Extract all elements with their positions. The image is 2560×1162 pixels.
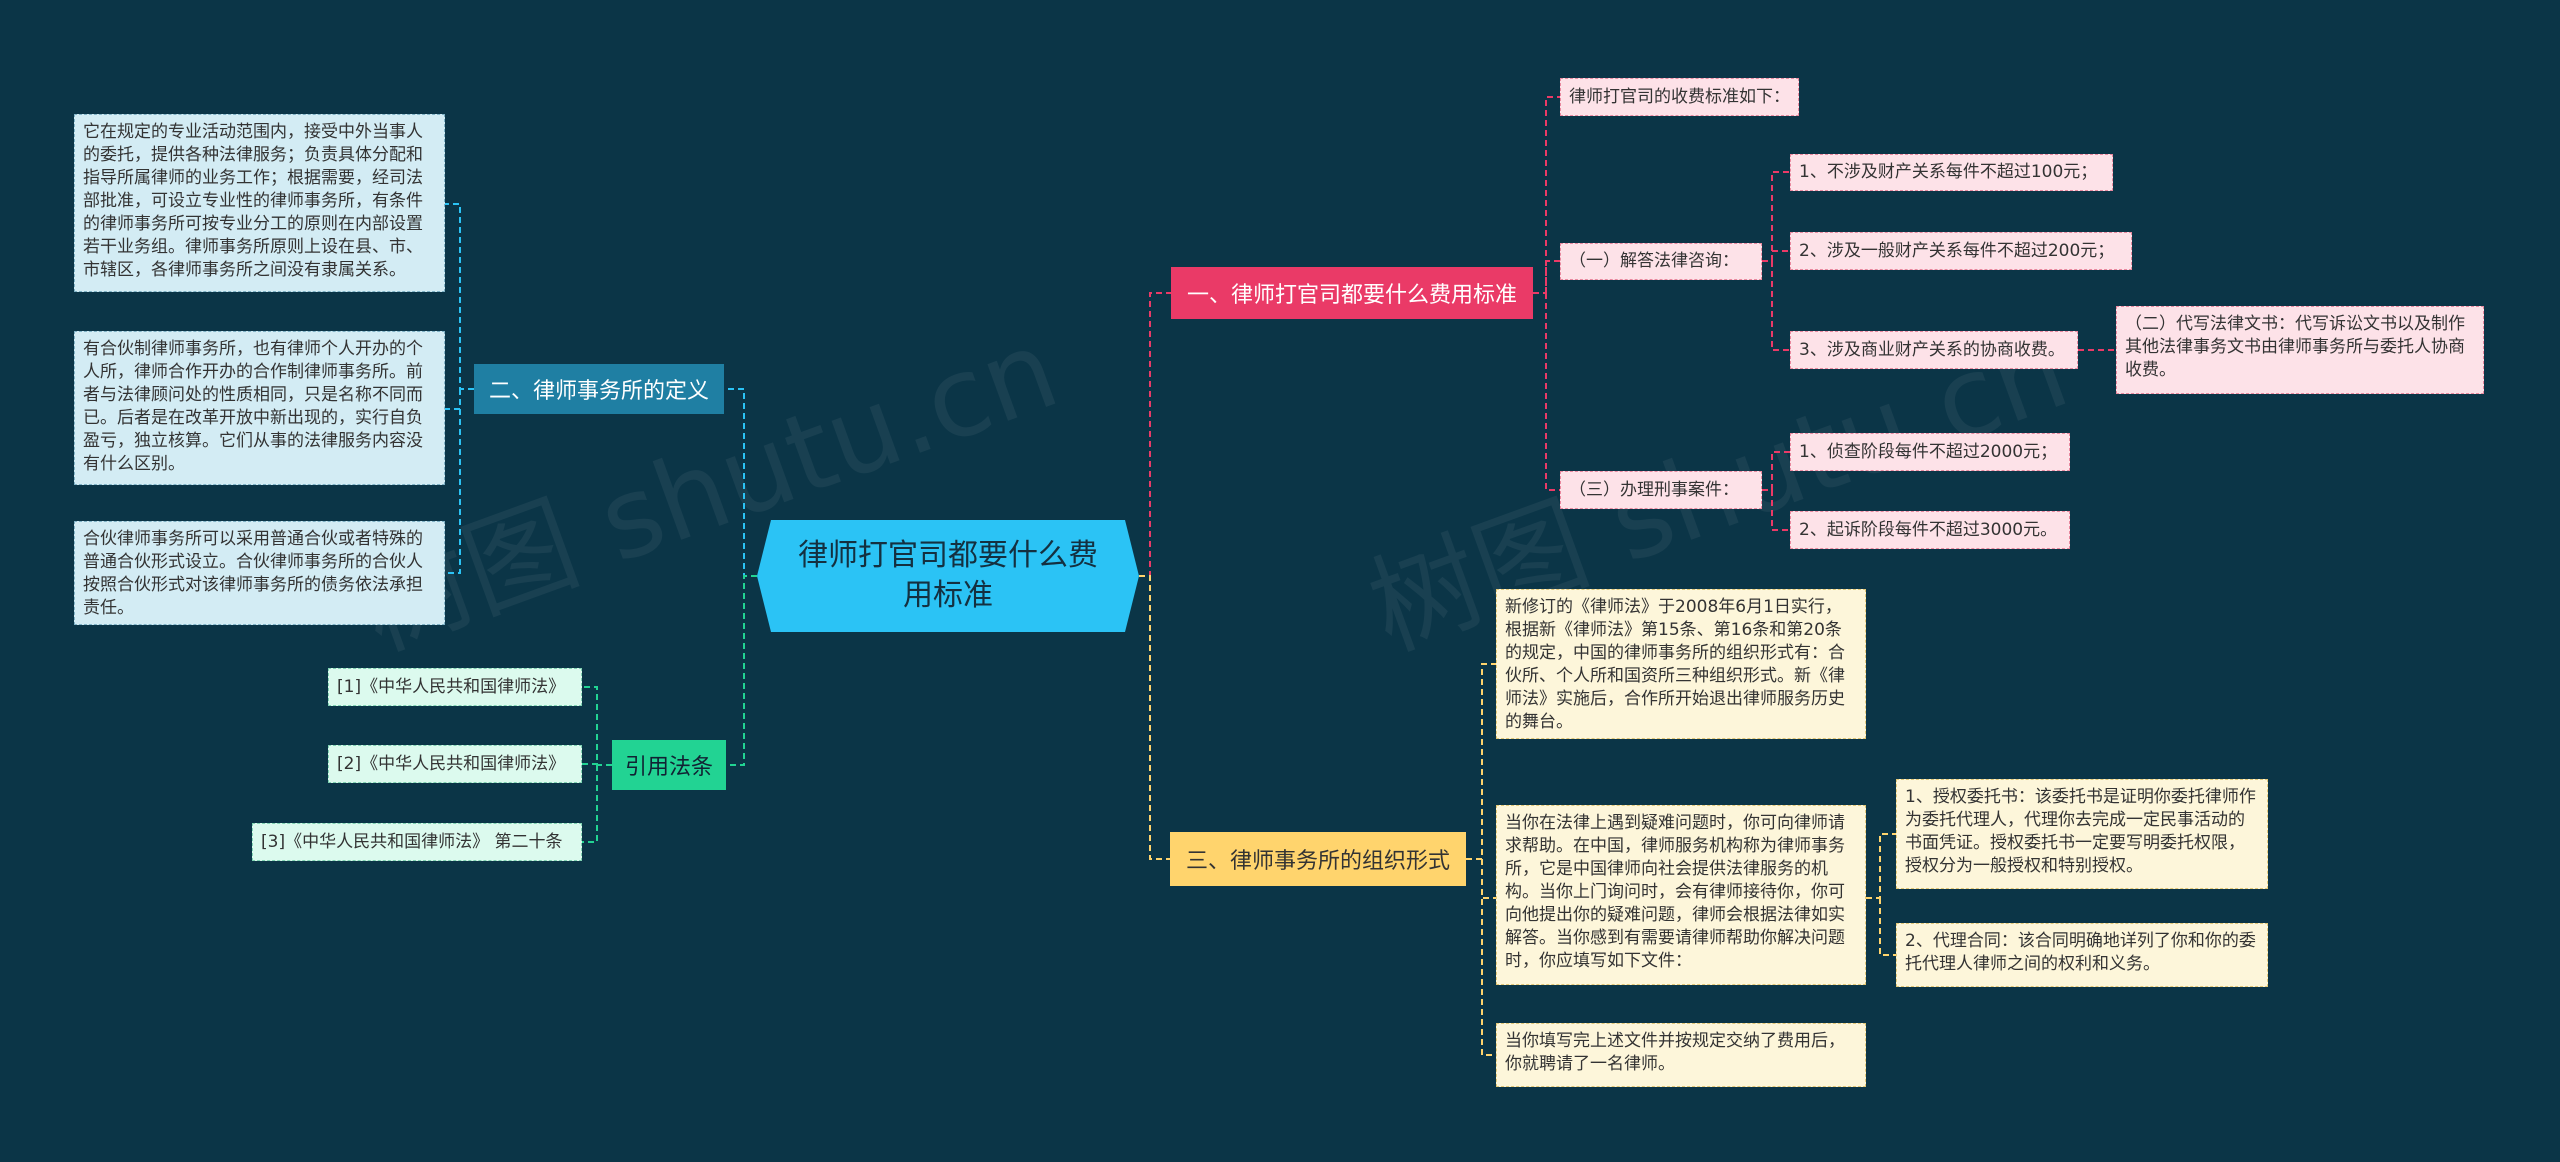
branch-fees[interactable]: 一、律师打官司都要什么费用标准: [1171, 267, 1533, 319]
organization-document[interactable]: 2、代理合同：该合同明确地详列了你和你的委托代理人律师之间的权利和义务。: [1896, 923, 2268, 987]
organization-document[interactable]: 1、授权委托书：该委托书是证明你委托律师作为委托代理人，代理你去完成一定民事活动…: [1896, 779, 2268, 889]
organization-paragraph[interactable]: 新修订的《律师法》于2008年6月1日实行，根据新《律师法》第15条、第16条和…: [1496, 589, 1866, 739]
organization-paragraph[interactable]: 当你在法律上遇到疑难问题时，你可向律师请求帮助。在中国，律师服务机构称为律师事务…: [1496, 805, 1866, 985]
definition-paragraph[interactable]: 合伙律师事务所可以采用普通合伙或者特殊的普通合伙形式设立。合伙律师事务所的合伙人…: [74, 521, 445, 625]
branch-citations[interactable]: 引用法条: [612, 740, 726, 790]
fees-consult[interactable]: （一）解答法律咨询：: [1560, 243, 1762, 280]
citation-item[interactable]: [3]《中华人民共和国律师法》 第二十条: [252, 823, 582, 861]
organization-paragraph[interactable]: 当你填写完上述文件并按规定交纳了费用后，你就聘请了一名律师。: [1496, 1023, 1866, 1087]
fees-criminal[interactable]: （三）办理刑事案件：: [1560, 471, 1762, 509]
consult-item[interactable]: 2、涉及一般财产关系每件不超过200元；: [1790, 232, 2132, 270]
definition-paragraph[interactable]: 有合伙制律师事务所，也有律师个人开办的个人所，律师合作开办的合作制律师事务所。前…: [74, 331, 445, 485]
branch-fees-label: 一、律师打官司都要什么费用标准: [1186, 283, 1517, 308]
branch-organization-label: 三、律师事务所的组织形式: [1185, 849, 1450, 874]
consult-item[interactable]: 1、不涉及财产关系每件不超过100元；: [1790, 154, 2113, 191]
citation-item[interactable]: [1]《中华人民共和国律师法》: [328, 668, 582, 706]
branch-organization[interactable]: 三、律师事务所的组织形式: [1170, 832, 1466, 886]
consult-note[interactable]: （二）代写法律文书：代写诉讼文书以及制作其他法律事务文书由律师事务所与委托人协商…: [2116, 306, 2484, 394]
citation-item[interactable]: [2]《中华人民共和国律师法》: [328, 745, 582, 783]
branch-definition[interactable]: 二、律师事务所的定义: [474, 364, 724, 414]
branch-citations-label: 引用法条: [624, 755, 713, 780]
branch-definition-label: 二、律师事务所的定义: [488, 379, 709, 404]
criminal-item[interactable]: 1、侦查阶段每件不超过2000元；: [1790, 433, 2070, 471]
central-topic[interactable]: 律师打官司都要什么费用标准: [757, 520, 1139, 632]
central-topic-label: 律师打官司都要什么费用标准: [798, 538, 1098, 613]
fees-intro[interactable]: 律师打官司的收费标准如下：: [1560, 78, 1799, 116]
criminal-item[interactable]: 2、起诉阶段每件不超过3000元。: [1790, 511, 2070, 549]
consult-item[interactable]: 3、涉及商业财产关系的协商收费。: [1790, 331, 2078, 369]
definition-paragraph[interactable]: 它在规定的专业活动范围内，接受中外当事人的委托，提供各种法律服务；负责具体分配和…: [74, 114, 445, 292]
